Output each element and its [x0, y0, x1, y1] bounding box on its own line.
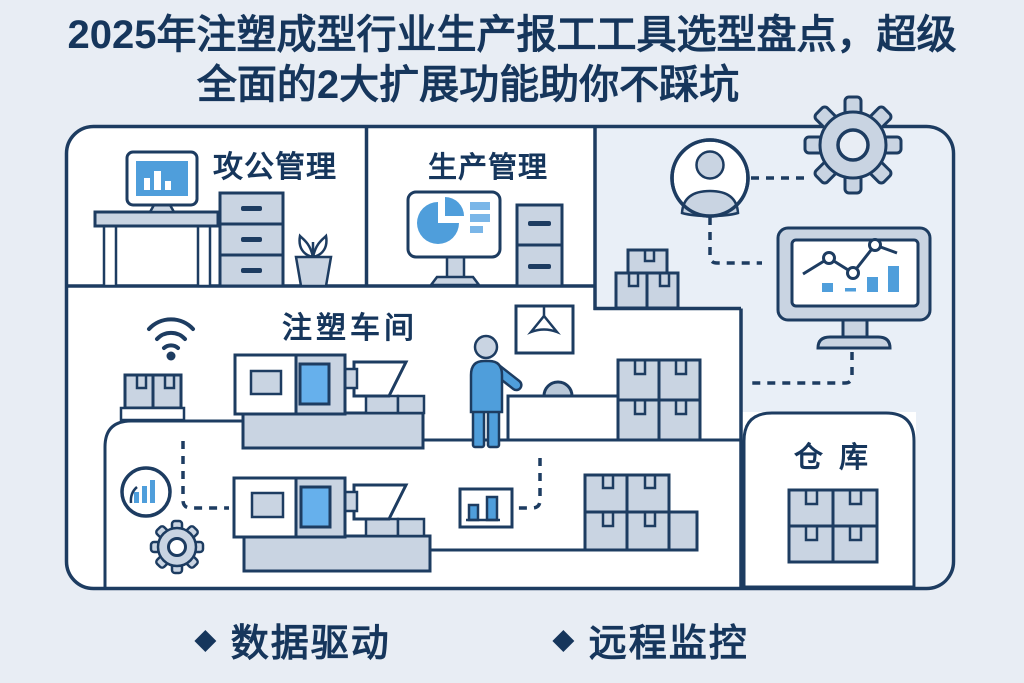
feature-remote-monitoring: ◆ 远程监控 — [553, 612, 749, 667]
dash-table-chartbox — [517, 458, 542, 510]
plant-icon — [294, 233, 333, 288]
gear-icon — [803, 95, 903, 195]
small-bar-chart-icon — [458, 487, 514, 529]
feature-label: 远程监控 — [588, 623, 749, 665]
title-line2: 全面的2大扩展功能助你不踩坑 — [196, 63, 740, 107]
office-room — [93, 150, 333, 288]
circle-bar-chart-icon — [120, 466, 172, 518]
dash-avatar-monitor — [708, 217, 762, 265]
injection-molding-machine-icon — [233, 353, 426, 450]
work-table — [506, 380, 620, 442]
filing-cabinet-icon — [218, 191, 285, 288]
desk-icon — [93, 210, 220, 288]
user-avatar-icon — [670, 138, 750, 218]
feature-label: 数据驱动 — [230, 623, 391, 665]
production-room — [406, 190, 564, 288]
cabinet-icon — [515, 203, 564, 288]
workshop-label: 注塑车间 — [282, 312, 418, 345]
injection-molding-machine-icon-2 — [232, 476, 432, 573]
diamond-bullet-icon: ◆ — [195, 624, 216, 654]
trend-monitor-icon — [776, 226, 932, 350]
office-label: 攻公管理 — [213, 151, 337, 184]
wifi-icon — [147, 317, 195, 361]
boxes-stack-icon — [616, 358, 702, 442]
dashed-connectors — [181, 176, 854, 510]
dash-monitor-workshop — [748, 352, 854, 385]
boxes-pyramid-icon — [614, 248, 680, 310]
pendant-lamp-icon — [514, 304, 575, 355]
monitor-pie-chart-icon — [406, 190, 502, 287]
production-label: 生产管理 — [428, 152, 549, 184]
feature-data-driven: ◆ 数据驱动 — [195, 612, 391, 667]
title-line1: 2025年注塑成型行业生产报工工具选型盘点，超级 — [67, 13, 957, 57]
monitoring-section — [614, 95, 932, 350]
monitor-bar-chart-icon — [125, 150, 199, 214]
workshop-row1 — [119, 304, 702, 450]
small-gear-icon — [149, 519, 205, 575]
workshop-row2 — [120, 466, 699, 575]
warehouse-label: 仓 库 — [794, 442, 873, 474]
warehouse-grid-icon — [787, 488, 879, 564]
small-boxes-platform — [119, 373, 186, 422]
diamond-bullet-icon: ◆ — [553, 624, 574, 654]
worker-icon — [469, 334, 523, 449]
dash-boxes-machine — [181, 441, 229, 510]
dome-part — [542, 380, 574, 398]
boxes-stack-icon-2 — [583, 473, 699, 552]
